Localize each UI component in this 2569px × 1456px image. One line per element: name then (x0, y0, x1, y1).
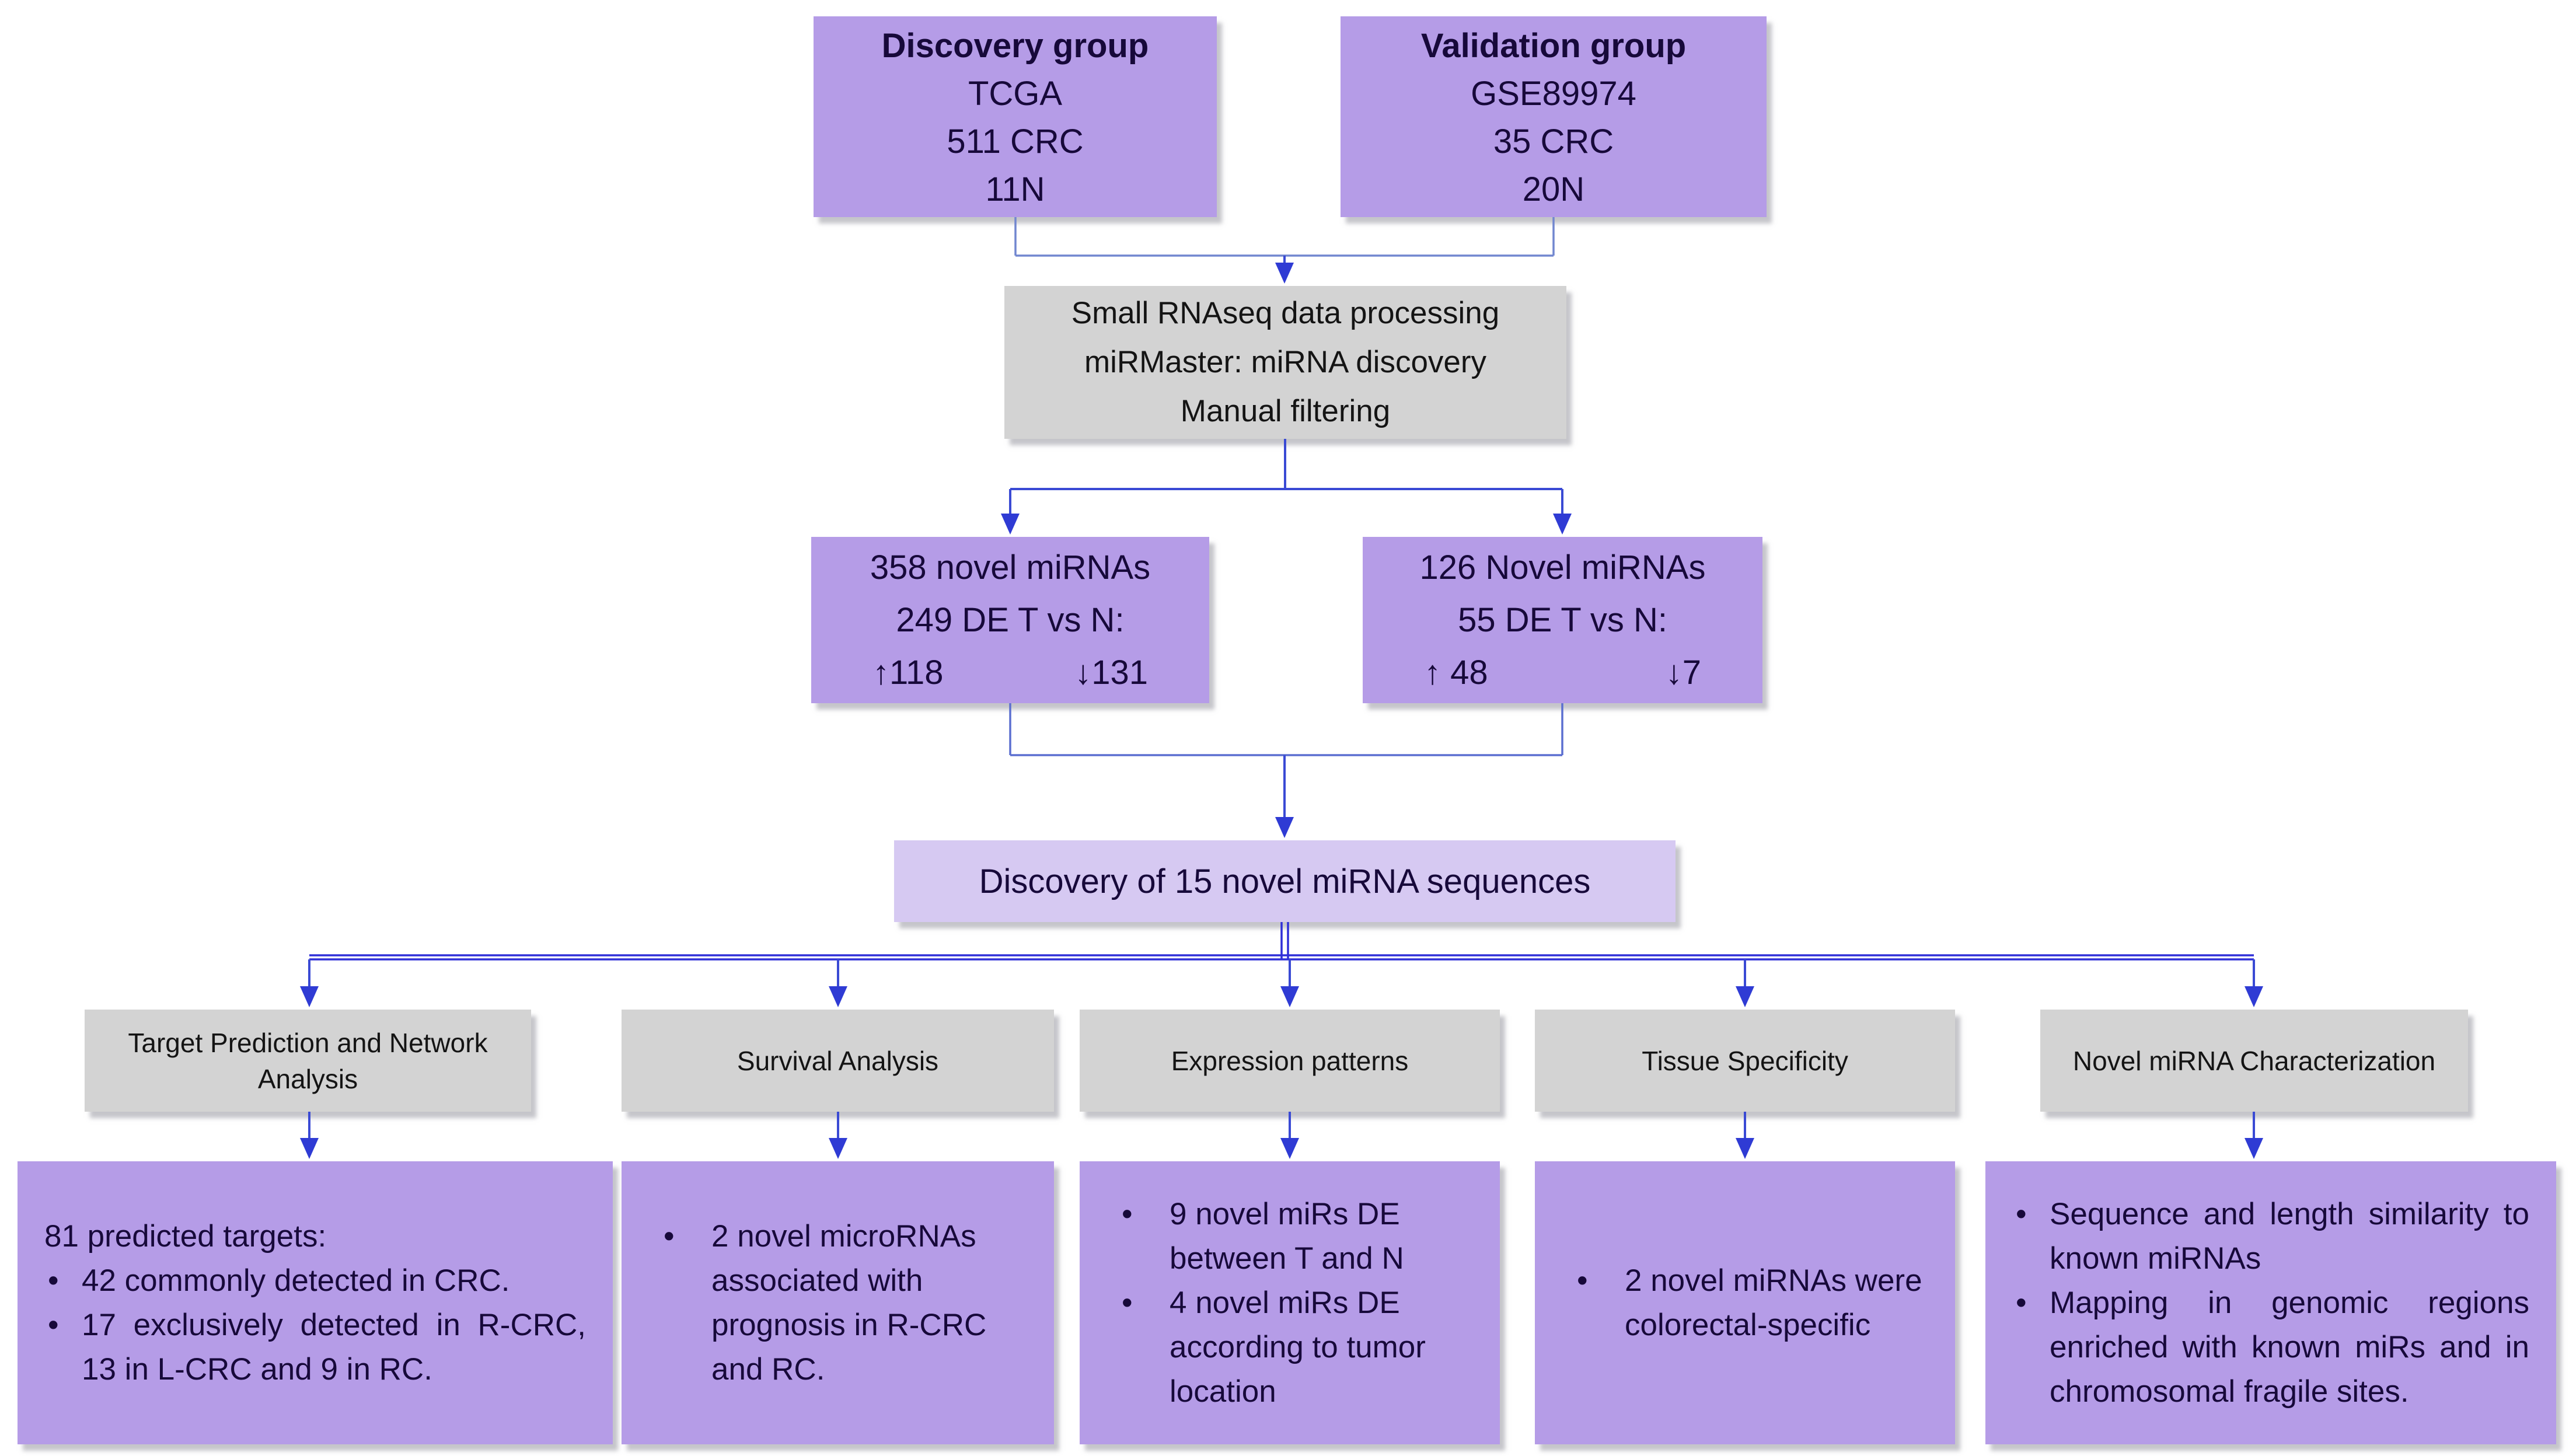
discovery-banner: Discovery of 15 novel miRNA sequences (894, 840, 1676, 922)
validation-novel-box: 126 Novel miRNAs 55 DE T vs N: ↑ 48 ↓7 (1363, 537, 1762, 703)
header-arrows (300, 1112, 2263, 1159)
header-label: Expression patterns (1171, 1045, 1409, 1076)
connector-processing-split (1001, 439, 1572, 535)
updown-row: ↑118 ↓131 (811, 647, 1209, 699)
up-count: ↑118 (872, 653, 944, 692)
header-survival-analysis: Survival Analysis (622, 1010, 1054, 1112)
detail-bullet: 2 novel miRNAs were colorectal-specific (1562, 1259, 1928, 1347)
connector-sources-merge (1014, 217, 1555, 257)
banner-text: Discovery of 15 novel miRNA sequences (979, 862, 1591, 900)
updown-row: ↑ 48 ↓7 (1363, 647, 1762, 699)
detail-target-prediction: 81 predicted targets: 42 commonly detect… (18, 1161, 613, 1444)
detail-bullet: Mapping in genomic regions enriched with… (2012, 1281, 2529, 1414)
box-line: GSE89974 (1471, 75, 1636, 113)
header-label: Novel miRNA Characterization (2072, 1045, 2436, 1076)
header-tissue-specificity: Tissue Specificity (1535, 1010, 1955, 1112)
box-line: 20N (1522, 170, 1585, 208)
detail-survival-analysis: 2 novel microRNAs associated with progno… (622, 1161, 1054, 1444)
detail-intro: 81 predicted targets: (44, 1218, 327, 1254)
header-label: Target Prediction and Network Analysis (128, 1027, 488, 1094)
box-line: Manual filtering (1180, 394, 1391, 428)
header-label: Survival Analysis (737, 1045, 939, 1076)
detail-tissue-specificity: 2 novel miRNAs were colorectal-specific (1535, 1161, 1955, 1444)
detail-novel-mirna-characterization: Sequence and length similarity to known … (1985, 1161, 2556, 1444)
box-line: 55 DE T vs N: (1458, 600, 1667, 639)
discovery-group-box: Discovery group TCGA 511 CRC 11N (814, 16, 1217, 217)
discovery-novel-box: 358 novel miRNAs 249 DE T vs N: ↑118 ↓13… (811, 537, 1209, 703)
box-line: TCGA (968, 75, 1063, 113)
box-line: 249 DE T vs N: (896, 600, 1125, 639)
detail-bullet: 2 novel microRNAs associated with progno… (648, 1214, 1027, 1392)
down-count: ↓7 (1665, 653, 1701, 692)
connector-fanout (309, 922, 2254, 961)
detail-bullet: 4 novel miRs DE according to tumor locat… (1107, 1281, 1473, 1414)
processing-box: Small RNAseq data processing miRMaster: … (1004, 286, 1566, 439)
detail-bullet: 42 commonly detected in CRC. (44, 1259, 586, 1303)
header-expression-patterns: Expression patterns (1080, 1010, 1500, 1112)
header-target-prediction: Target Prediction and Network Analysis (85, 1010, 531, 1112)
down-count: ↓131 (1074, 653, 1148, 692)
validation-group-box: Validation group GSE89974 35 CRC 20N (1341, 16, 1767, 217)
detail-bullet: 9 novel miRs DE between T and N (1107, 1192, 1473, 1281)
box-line: 35 CRC (1493, 123, 1614, 160)
up-count: ↑ 48 (1424, 653, 1488, 692)
fanout-arrows (300, 959, 2263, 1007)
box-line: Small RNAseq data processing (1071, 296, 1500, 330)
validation-group-title: Validation group (1420, 27, 1687, 65)
connector-novel-merge (1009, 703, 1563, 756)
detail-bullet: 17 exclusively detected in R-CRC, 13 in … (44, 1303, 586, 1392)
box-line: 11N (985, 170, 1045, 208)
header-label: Tissue Specificity (1642, 1045, 1848, 1076)
detail-bullet: Sequence and length similarity to known … (2012, 1192, 2529, 1281)
box-line: 358 novel miRNAs (870, 548, 1151, 586)
discovery-group-title: Discovery group (881, 27, 1149, 65)
detail-expression-patterns: 9 novel miRs DE between T and N 4 novel … (1080, 1161, 1500, 1444)
box-line: 511 CRC (947, 123, 1084, 160)
box-line: miRMaster: miRNA discovery (1084, 345, 1487, 379)
header-novel-mirna-characterization: Novel miRNA Characterization (2040, 1010, 2468, 1112)
box-line: 126 Novel miRNAs (1419, 548, 1706, 586)
